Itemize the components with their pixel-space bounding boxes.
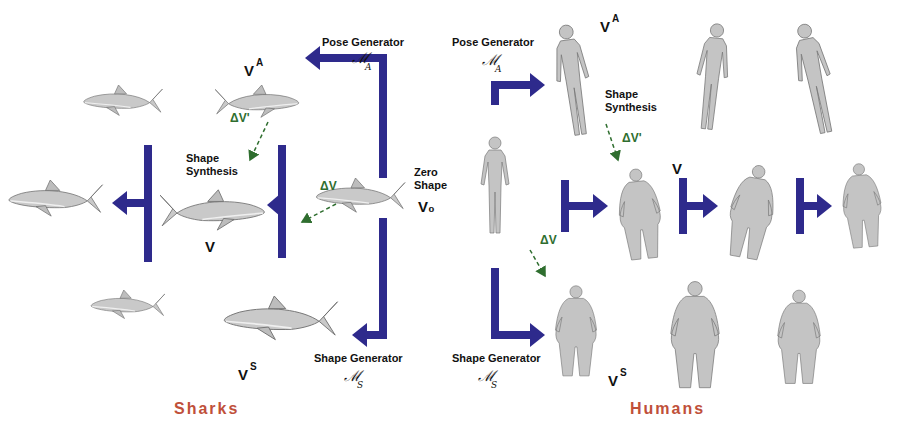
offset-label: ΔV' — [230, 112, 249, 126]
shape-symbol: V — [238, 366, 248, 383]
shape-symbol: V — [608, 372, 618, 389]
subscript: S — [491, 380, 497, 390]
stage-label: Shape Synthesis — [605, 88, 665, 113]
shape-symbol: V₀ — [418, 198, 435, 215]
shape-symbol: V — [244, 62, 254, 79]
stage-label: Pose Generator — [322, 36, 404, 49]
shape-symbol: V — [600, 18, 610, 35]
shark-figures — [9, 85, 405, 340]
flow-arrows — [112, 46, 832, 347]
stage-label: Shape Synthesis — [186, 152, 244, 177]
superscript: S — [620, 367, 627, 379]
stage-label: Zero Shape — [414, 166, 456, 191]
offset-label: ΔV — [320, 180, 337, 194]
shape-symbol: V — [205, 238, 215, 255]
stage-label: Shape Generator — [314, 352, 403, 365]
stage-label: Pose Generator — [452, 36, 534, 49]
offset-label: ΔV' — [622, 132, 641, 146]
offset-arrows — [250, 122, 618, 276]
group-title: Humans — [630, 400, 705, 418]
subscript: A — [495, 64, 502, 74]
superscript: S — [250, 361, 257, 373]
stage-label: Shape Generator — [452, 352, 541, 365]
subscript: S — [357, 380, 363, 390]
human-figures — [481, 21, 885, 388]
offset-label: ΔV — [540, 234, 557, 248]
group-title: Sharks — [174, 400, 239, 418]
shape-symbol: V — [672, 160, 682, 177]
subscript: A — [365, 62, 372, 72]
superscript: A — [612, 13, 619, 25]
superscript: A — [256, 57, 263, 69]
